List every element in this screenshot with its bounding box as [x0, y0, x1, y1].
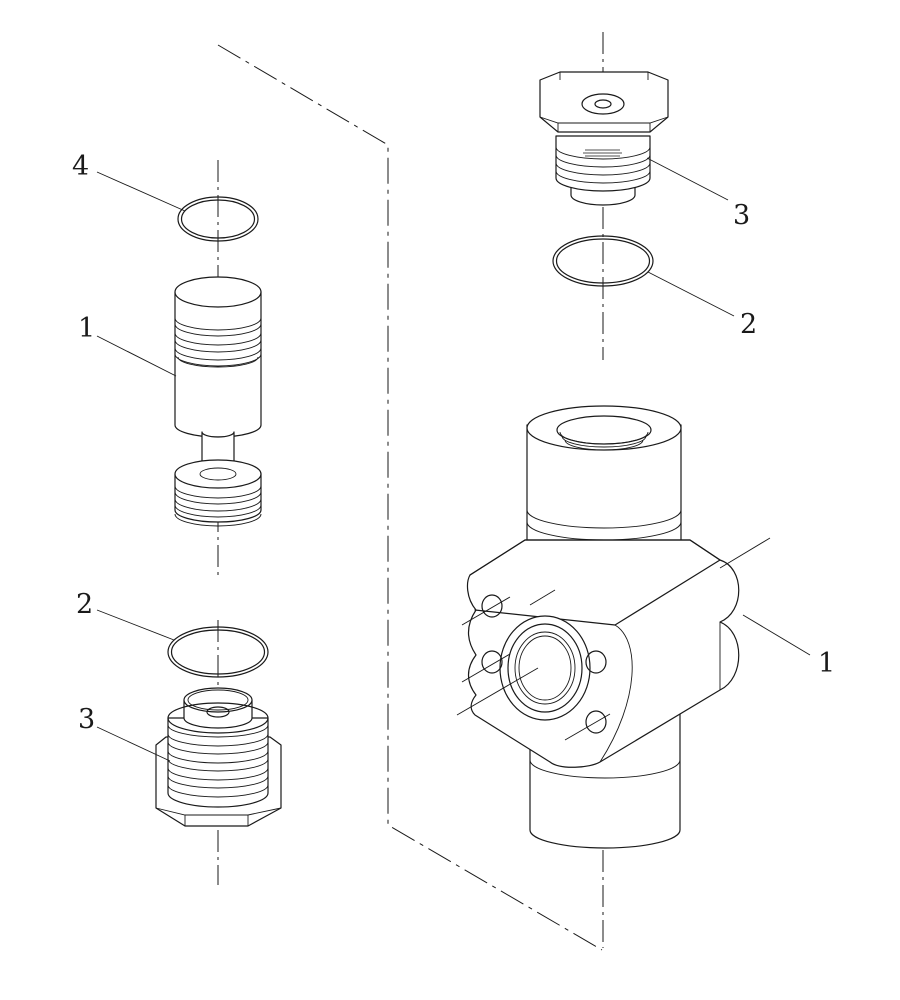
- left-o-ring-bottom: [167, 626, 269, 678]
- right-body: [456, 405, 771, 849]
- callout-right-oring: 2: [647, 271, 757, 340]
- left-spool: [174, 276, 262, 527]
- left-o-ring-top: [177, 196, 259, 242]
- right-o-ring: [552, 235, 654, 287]
- right-plug: [539, 71, 669, 206]
- callout-left-spool: 1: [78, 313, 177, 377]
- phantom-divider: [217, 44, 603, 951]
- callout-number: 2: [76, 589, 93, 620]
- left-plug: [155, 687, 282, 827]
- callout-number: 3: [733, 200, 750, 231]
- callout-number: 1: [818, 648, 835, 679]
- callout-right-body: 1: [742, 614, 835, 679]
- callout-number: 2: [740, 309, 757, 340]
- callout-left-oring-top: 4: [72, 151, 186, 212]
- callout-number: 1: [78, 313, 95, 344]
- callout-right-plug: 3: [646, 157, 750, 231]
- callout-left-oring-bottom: 2: [76, 589, 175, 641]
- callout-number: 3: [78, 704, 95, 735]
- callout-number: 4: [72, 151, 89, 182]
- callout-left-plug: 3: [78, 704, 171, 762]
